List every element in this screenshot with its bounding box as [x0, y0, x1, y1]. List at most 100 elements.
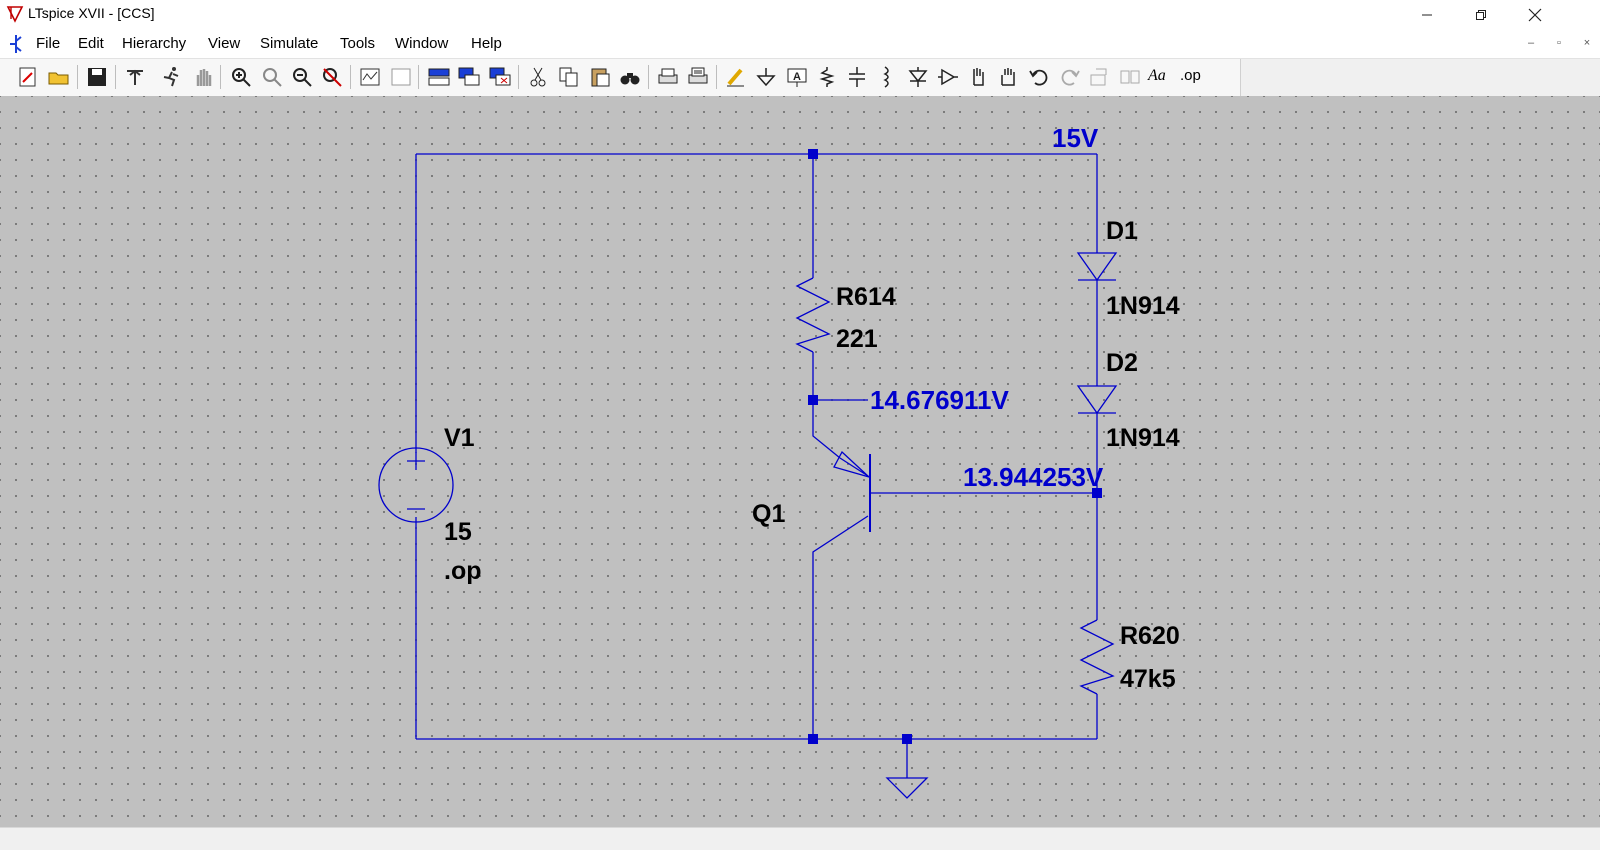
- menu-simulate[interactable]: Simulate: [260, 35, 319, 52]
- node-voltage-emitter[interactable]: 14.676911V: [870, 385, 1009, 415]
- menu-window[interactable]: Window: [395, 35, 449, 52]
- diode-icon[interactable]: [906, 65, 930, 89]
- junction-dot[interactable]: [902, 734, 912, 744]
- r620-name[interactable]: R620: [1120, 622, 1180, 650]
- menu-hierarchy[interactable]: Hierarchy: [122, 35, 187, 52]
- toolbar-separator: [648, 65, 649, 89]
- menu-help[interactable]: Help: [471, 35, 502, 52]
- junction-dot[interactable]: [1092, 488, 1102, 498]
- component-icon[interactable]: [936, 65, 960, 89]
- wire-icon[interactable]: [724, 65, 748, 89]
- q1-name[interactable]: Q1: [752, 500, 785, 528]
- label-net-icon[interactable]: A: [785, 65, 809, 89]
- undo-icon[interactable]: [1027, 65, 1051, 89]
- move-icon[interactable]: [966, 65, 990, 89]
- toolbar-separator: [77, 65, 78, 89]
- wire-r614-bottom[interactable]: [812, 352, 841, 459]
- transistor-q1-arrow[interactable]: [833, 450, 870, 478]
- voltage-source-v1[interactable]: [378, 447, 454, 523]
- transistor-q1-collector[interactable]: [812, 515, 869, 739]
- print-icon[interactable]: [656, 65, 680, 89]
- cascade-icon[interactable]: [457, 65, 481, 89]
- zoom-pan-icon[interactable]: [260, 65, 284, 89]
- child-restore-button[interactable]: ▫: [1557, 37, 1561, 49]
- resistor-r620[interactable]: [1079, 619, 1115, 695]
- d2-value[interactable]: 1N914: [1106, 424, 1180, 452]
- drag-icon[interactable]: [996, 65, 1020, 89]
- close-icon: [1528, 8, 1542, 21]
- window-maximize-button[interactable]: [1458, 0, 1504, 29]
- d1-name[interactable]: D1: [1106, 217, 1138, 245]
- mirror-icon[interactable]: [1118, 65, 1142, 89]
- child-minimize-button[interactable]: –: [1527, 37, 1535, 49]
- node-voltage-base[interactable]: 13.944253V: [963, 462, 1104, 492]
- node-voltage-top[interactable]: 15V: [1052, 123, 1099, 153]
- ltspice-app-icon: [6, 6, 24, 23]
- save-icon[interactable]: [85, 65, 109, 89]
- toolbar-separator: [350, 65, 351, 89]
- schematic-doc-icon[interactable]: [6, 33, 26, 55]
- zoom-out-icon[interactable]: [290, 65, 314, 89]
- copy-icon[interactable]: [557, 65, 581, 89]
- window-minimize-button[interactable]: [1404, 0, 1450, 29]
- zoom-in-icon[interactable]: [229, 65, 253, 89]
- menu-view[interactable]: View: [208, 35, 241, 52]
- r620-value[interactable]: 47k5: [1120, 665, 1176, 693]
- spice-directive-icon[interactable]: .op: [1180, 67, 1201, 84]
- window-close-button[interactable]: [1512, 0, 1558, 29]
- redo-icon[interactable]: [1058, 65, 1082, 89]
- junction-dot[interactable]: [808, 395, 818, 405]
- halt-icon[interactable]: [191, 65, 215, 89]
- junction-dot[interactable]: [808, 734, 818, 744]
- rotate-icon[interactable]: [1088, 65, 1112, 89]
- status-bar: [0, 827, 1600, 850]
- capacitor-icon[interactable]: [845, 65, 869, 89]
- spice-directive-op[interactable]: .op: [444, 557, 482, 585]
- schematic-canvas[interactable]: 15V 14.676911V 13.944253V D1 1N914 D2 1N…: [0, 96, 1600, 827]
- v1-value[interactable]: 15: [444, 518, 472, 546]
- d2-name[interactable]: D2: [1106, 349, 1138, 377]
- menu-tools[interactable]: Tools: [340, 35, 376, 52]
- toolbar-separator: [418, 65, 419, 89]
- v1-plus[interactable]: [407, 452, 425, 470]
- toolbar-separator: [518, 65, 519, 89]
- text-icon[interactable]: Aa: [1148, 67, 1166, 84]
- zoom-fit-icon[interactable]: [320, 65, 344, 89]
- blank-plot-icon[interactable]: [389, 65, 413, 89]
- resistor-icon[interactable]: [815, 65, 839, 89]
- find-icon[interactable]: [618, 65, 642, 89]
- junction-dot[interactable]: [808, 149, 818, 159]
- menu-edit[interactable]: Edit: [78, 35, 104, 52]
- toolbar-separator: [716, 65, 717, 89]
- toolbar-separator: [220, 65, 221, 89]
- inductor-icon[interactable]: [875, 65, 899, 89]
- toolbar-strip: A Aa .op: [0, 59, 1241, 96]
- print-preview-icon[interactable]: [686, 65, 710, 89]
- resistor-r614[interactable]: [795, 277, 831, 353]
- minimize-icon: [1422, 14, 1432, 15]
- schematic-drawing: 15V 14.676911V 13.944253V D1 1N914 D2 1N…: [378, 123, 1180, 799]
- close-window-icon[interactable]: [488, 65, 512, 89]
- menu-file[interactable]: File: [36, 35, 61, 52]
- diode-d2[interactable]: [1076, 385, 1118, 415]
- new-schematic-icon[interactable]: [16, 65, 40, 89]
- run-icon[interactable]: [160, 65, 184, 89]
- title-bar: LTspice XVII - [CCS]: [0, 0, 1600, 29]
- toolbar: A Aa .op: [0, 59, 1600, 97]
- transistor-q1-emitter[interactable]: [839, 457, 869, 477]
- restore-icon: [1476, 9, 1486, 20]
- diode-d1[interactable]: [1076, 252, 1118, 282]
- r614-value[interactable]: 221: [836, 325, 878, 353]
- cut-icon[interactable]: [526, 65, 550, 89]
- v1-name[interactable]: V1: [444, 424, 475, 452]
- r614-name[interactable]: R614: [836, 283, 896, 311]
- plot-settings-icon[interactable]: [358, 65, 382, 89]
- paste-icon[interactable]: [588, 65, 612, 89]
- child-close-button[interactable]: ×: [1583, 37, 1591, 49]
- tile-icon[interactable]: [427, 65, 451, 89]
- control-panel-icon[interactable]: [123, 65, 147, 89]
- open-icon[interactable]: [47, 65, 71, 89]
- d1-value[interactable]: 1N914: [1106, 292, 1180, 320]
- ground-icon[interactable]: [754, 65, 778, 89]
- ground-symbol[interactable]: [885, 777, 929, 799]
